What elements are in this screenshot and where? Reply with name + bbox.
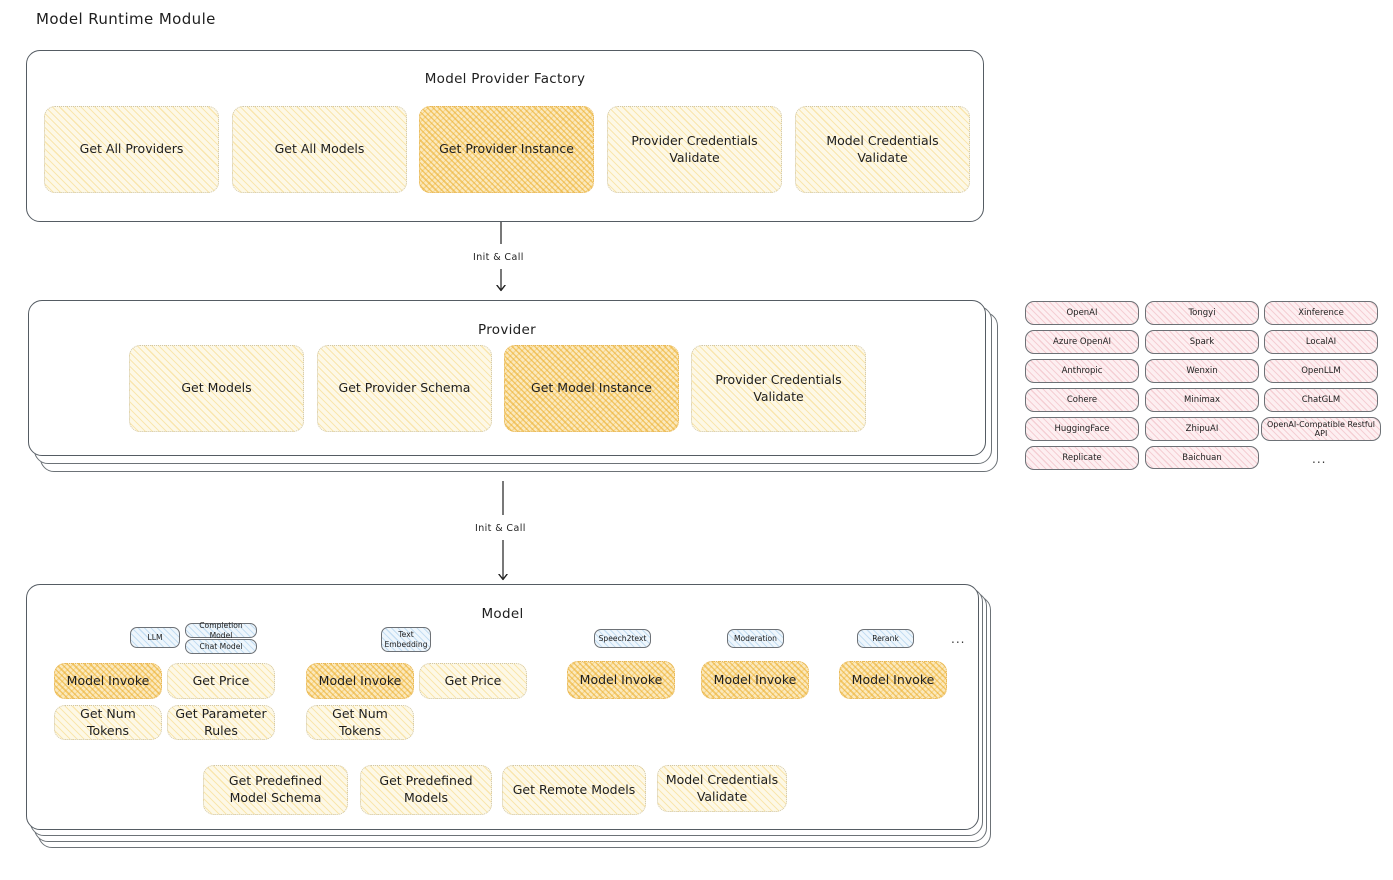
provider-item-get-provider-schema[interactable]: Get Provider Schema <box>317 345 492 432</box>
provider-chip-openai-compatible-restful-api[interactable]: OpenAI-Compatible Restful API <box>1261 417 1381 441</box>
provider-chip-spark[interactable]: Spark <box>1145 330 1259 354</box>
embedding-op-model-invoke[interactable]: Model Invoke <box>306 663 414 699</box>
llm-op-model-invoke[interactable]: Model Invoke <box>54 663 162 699</box>
provider-chip-xinference[interactable]: Xinference <box>1264 301 1378 325</box>
provider-chip-openai[interactable]: OpenAI <box>1025 301 1139 325</box>
provider-chip-zhipuai[interactable]: ZhipuAI <box>1145 417 1259 441</box>
model-op-model-credentials-validate[interactable]: Model Credentials Validate <box>657 765 787 812</box>
llm-op-get-parameter-rules[interactable]: Get Parameter Rules <box>167 705 275 740</box>
provider-chip-replicate[interactable]: Replicate <box>1025 446 1139 470</box>
provider-item-provider-credentials-validate[interactable]: Provider Credentials Validate <box>691 345 866 432</box>
provider-chip-localai[interactable]: LocalAI <box>1264 330 1378 354</box>
arrow-label-factory-to-provider: Init & Call <box>470 252 527 263</box>
embedding-op-get-price[interactable]: Get Price <box>419 663 527 699</box>
factory-item-provider-credentials-validate[interactable]: Provider Credentials Validate <box>607 106 782 193</box>
provider-chip-openllm[interactable]: OpenLLM <box>1264 359 1378 383</box>
factory-item-get-all-models[interactable]: Get All Models <box>232 106 407 193</box>
provider-chip-chatglm[interactable]: ChatGLM <box>1264 388 1378 412</box>
provider-chip-cohere[interactable]: Cohere <box>1025 388 1139 412</box>
model-type-badge-moderation[interactable]: Moderation <box>727 629 784 648</box>
provider-chip-wenxin[interactable]: Wenxin <box>1145 359 1259 383</box>
model-provider-factory-title: Model Provider Factory <box>424 71 586 87</box>
model-type-badge-text-embedding[interactable]: Text Embedding <box>381 627 431 652</box>
llm-op-get-num-tokens[interactable]: Get Num Tokens <box>54 705 162 740</box>
model-op-get-predefined-models[interactable]: Get Predefined Models <box>360 765 492 815</box>
provider-chip-anthropic[interactable]: Anthropic <box>1025 359 1139 383</box>
rerank-op-model-invoke[interactable]: Model Invoke <box>839 661 947 699</box>
provider-chip-huggingface[interactable]: HuggingFace <box>1025 417 1139 441</box>
page-title: Model Runtime Module <box>36 10 216 28</box>
factory-item-model-credentials-validate[interactable]: Model Credentials Validate <box>795 106 970 193</box>
model-type-badge-llm[interactable]: LLM <box>130 627 180 648</box>
model-types-more-ellipsis: ... <box>951 632 966 646</box>
model-subtype-badge-completion-model[interactable]: Completion Model <box>185 621 257 640</box>
provider-chip-tongyi[interactable]: Tongyi <box>1145 301 1259 325</box>
embedding-op-get-num-tokens[interactable]: Get Num Tokens <box>306 705 414 740</box>
provider-item-get-model-instance[interactable]: Get Model Instance <box>504 345 679 432</box>
provider-chip-baichuan[interactable]: Baichuan <box>1145 446 1259 469</box>
arrow-label-provider-to-model: Init & Call <box>472 523 529 534</box>
factory-item-get-provider-instance[interactable]: Get Provider Instance <box>419 106 594 193</box>
factory-item-get-all-providers[interactable]: Get All Providers <box>44 106 219 193</box>
model-type-badge-speech2text[interactable]: Speech2text <box>594 629 651 648</box>
provider-list-more-ellipsis: ... <box>1312 452 1327 466</box>
moderation-op-model-invoke[interactable]: Model Invoke <box>701 661 809 699</box>
llm-op-get-price[interactable]: Get Price <box>167 663 275 699</box>
provider-title: Provider <box>478 322 536 338</box>
model-op-get-predefined-model-schema[interactable]: Get Predefined Model Schema <box>203 765 348 815</box>
model-op-get-remote-models[interactable]: Get Remote Models <box>502 765 646 815</box>
model-title: Model <box>481 606 524 622</box>
provider-item-get-models[interactable]: Get Models <box>129 345 304 432</box>
speech2text-op-model-invoke[interactable]: Model Invoke <box>567 661 675 699</box>
provider-chip-minimax[interactable]: Minimax <box>1145 388 1259 412</box>
provider-chip-azure-openai[interactable]: Azure OpenAI <box>1025 330 1139 354</box>
model-type-badge-rerank[interactable]: Rerank <box>857 629 914 648</box>
model-subtype-badge-chat-model[interactable]: Chat Model <box>185 639 257 654</box>
